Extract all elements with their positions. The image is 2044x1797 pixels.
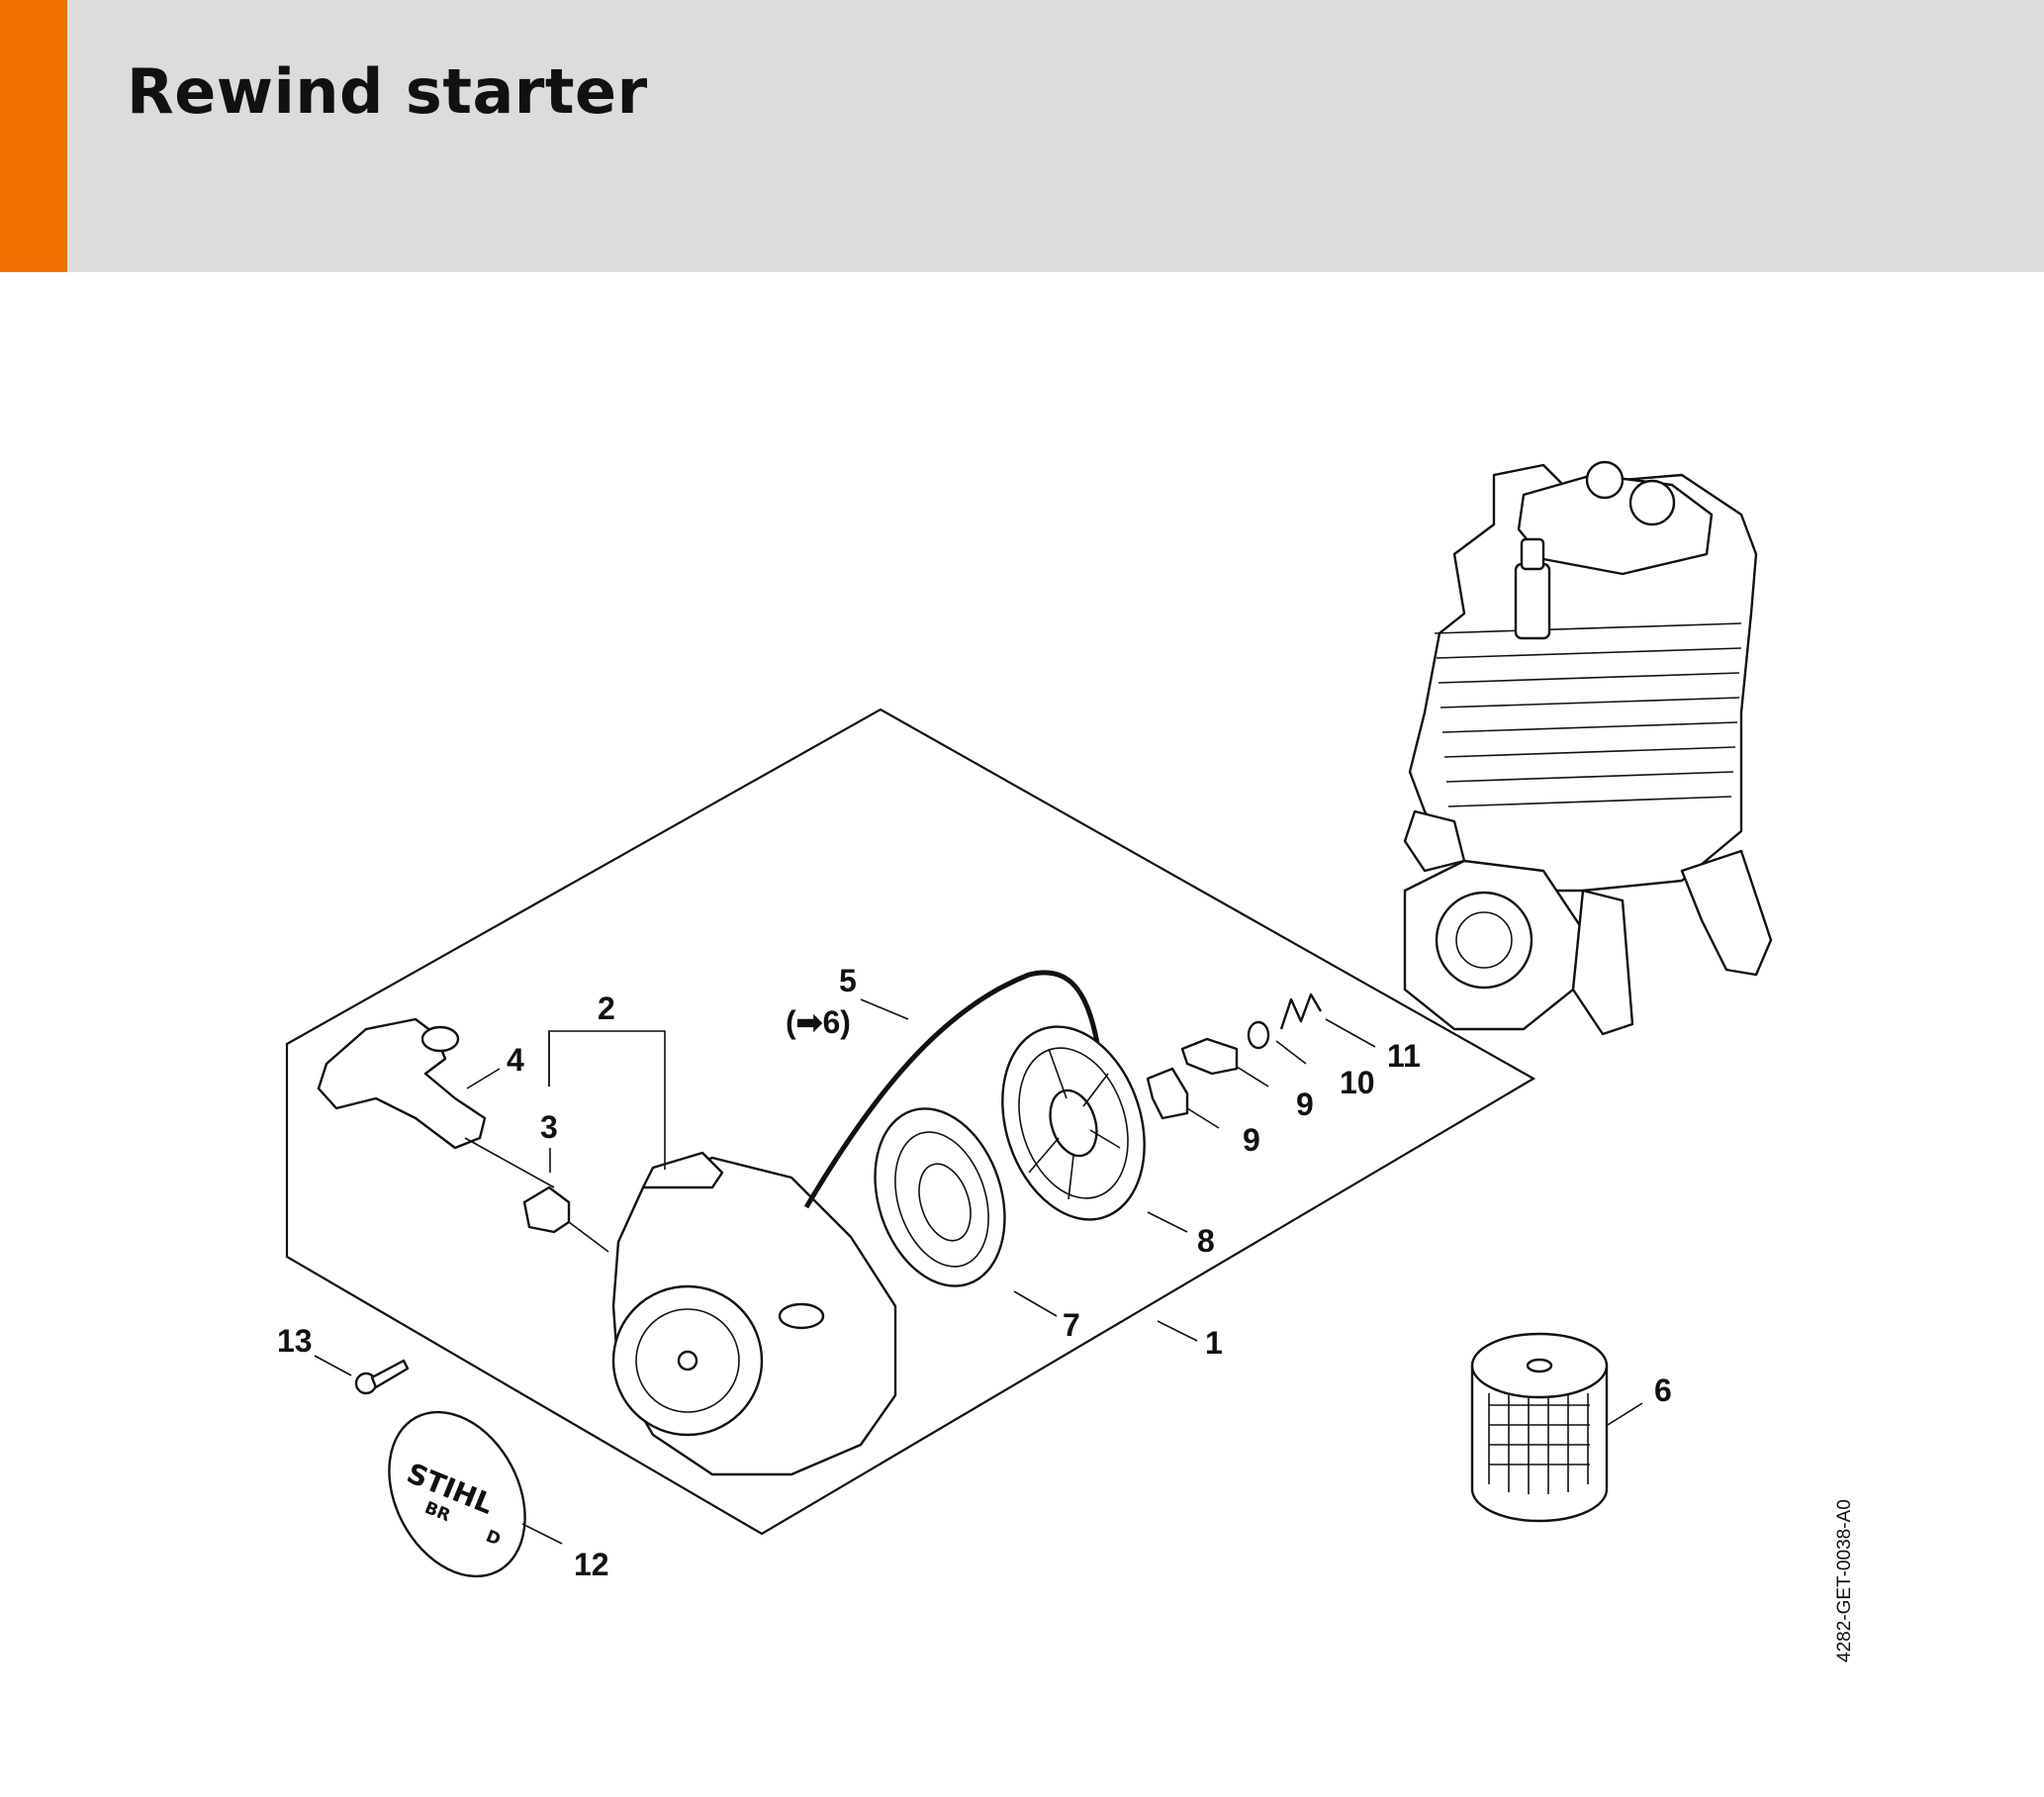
- callout-1: 1: [1205, 1325, 1223, 1361]
- rope-spool-part-6: [1470, 1332, 1609, 1523]
- washer-part-10: [1247, 1020, 1270, 1050]
- callout-3: 3: [540, 1109, 558, 1145]
- callout-5-reference: (➡6): [786, 1004, 851, 1040]
- callout-2: 2: [598, 991, 615, 1026]
- fan-housing-part-2: [611, 1151, 897, 1476]
- callout-10: 10: [1340, 1065, 1375, 1100]
- callout-4: 4: [507, 1042, 524, 1078]
- rope-guide-bush-part-3: [522, 1185, 609, 1253]
- callout-13: 13: [277, 1323, 313, 1359]
- pawl-part-9-lower: [1146, 1067, 1189, 1120]
- callout-9-lower: 9: [1243, 1122, 1260, 1158]
- header-accent-bar: [0, 0, 67, 272]
- spring-clip-part-11: [1279, 993, 1323, 1030]
- callout-12: 12: [574, 1547, 609, 1582]
- callout-6: 6: [1654, 1372, 1672, 1408]
- assembly-outline: [285, 708, 1536, 1536]
- rewind-spring-part-7: [874, 1107, 1006, 1287]
- callout-7: 7: [1063, 1307, 1080, 1343]
- callout-9-upper: 9: [1296, 1087, 1314, 1122]
- pawl-part-9-upper: [1180, 1037, 1239, 1076]
- leader-lines: [314, 998, 1643, 1545]
- screw-part-13: [354, 1359, 410, 1395]
- rope-rotor-part-8: [1001, 1025, 1146, 1221]
- starter-grip-part-4: [317, 1017, 555, 1188]
- starter-rope-part-5: [803, 970, 1101, 1209]
- drawing-reference: 4282-GET-0038-A0: [1834, 1499, 1855, 1662]
- logo-plate-part-12: STIHL BR D: [388, 1410, 526, 1578]
- callout-5: 5: [839, 963, 857, 998]
- engine-cylinder-illustration: [1403, 460, 1773, 1036]
- page-header: Rewind starter: [0, 0, 2044, 272]
- logo-sub2-text: D: [483, 1527, 504, 1551]
- page-title: Rewind starter: [127, 55, 648, 128]
- callout-8: 8: [1197, 1223, 1215, 1259]
- callout-11: 11: [1387, 1038, 1421, 1074]
